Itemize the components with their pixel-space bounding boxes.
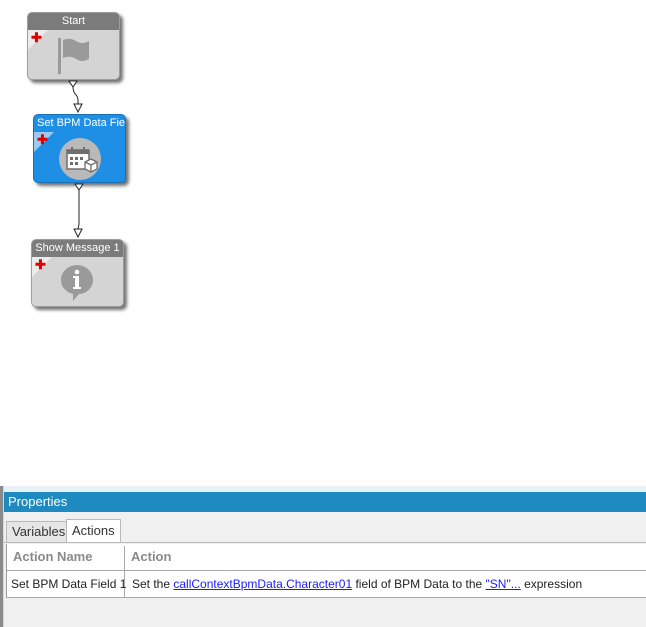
tab-actions[interactable]: Actions (66, 519, 121, 543)
action-name-cell[interactable]: Set BPM Data Field 1 (11, 577, 127, 591)
add-icon[interactable]: ✚ (31, 30, 42, 45)
header-row-divider (7, 570, 646, 571)
add-icon[interactable]: ✚ (37, 132, 48, 147)
action-text-prefix: Set the (132, 577, 174, 591)
calendar-data-icon (59, 138, 101, 180)
workflow-node-set-bpm-data-field[interactable]: Set BPM Data Field 1 ✚ (33, 114, 126, 183)
column-header-action[interactable]: Action (131, 549, 172, 564)
add-icon[interactable]: ✚ (35, 257, 46, 272)
node-corner (28, 30, 48, 50)
tab-divider (4, 542, 646, 543)
properties-header-strip (4, 486, 646, 492)
info-bubble-icon (61, 265, 93, 301)
row-divider (7, 597, 646, 598)
action-text-suffix: expression (520, 577, 583, 591)
field-link[interactable]: callContextBpmData.Character01 (173, 577, 353, 591)
workflow-canvas[interactable]: Start ✚ Set BPM Data Field 1 ✚ (0, 0, 646, 486)
column-divider (124, 546, 125, 598)
node-corner (32, 257, 52, 277)
node-title: Set BPM Data Field 1 (34, 115, 125, 132)
node-corner (34, 132, 54, 152)
connector-setbpm-to-showmessage (73, 183, 84, 239)
action-text-middle: field of BPM Data to the (352, 577, 486, 591)
tab-variables[interactable]: Variables (6, 521, 72, 543)
node-title: Show Message 1 (32, 240, 123, 257)
actions-grid: Action Name Action Set BPM Data Field 1 … (6, 544, 646, 598)
workflow-node-start[interactable]: Start ✚ (27, 12, 120, 80)
properties-panel: Variables Actions Action Name Action Set… (4, 512, 646, 627)
action-description-cell[interactable]: Set the callContextBpmData.Character01 f… (132, 572, 582, 596)
connector-start-to-setbpm (68, 80, 83, 114)
column-header-action-name[interactable]: Action Name (13, 549, 93, 564)
properties-title: Properties (4, 492, 646, 512)
flag-icon (58, 38, 89, 74)
workflow-node-show-message[interactable]: Show Message 1 ✚ (31, 239, 124, 307)
expression-link[interactable]: "SN"... (485, 577, 521, 591)
node-title: Start (28, 13, 119, 30)
